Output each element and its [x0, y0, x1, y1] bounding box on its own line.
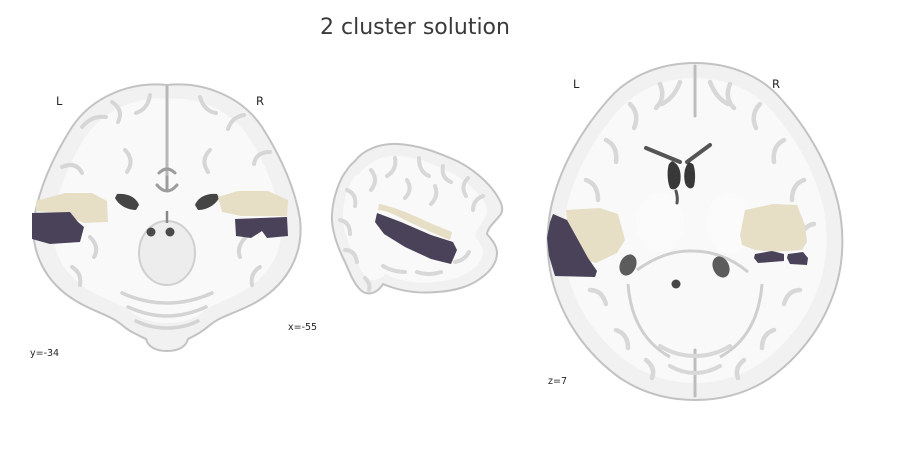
- axial-occipital-curls: [658, 344, 732, 376]
- axial-dark-nucleus-left: [619, 254, 637, 276]
- coronal-deep-nucleus-right: [165, 227, 175, 237]
- cluster1-region-coronal-right: [235, 217, 288, 238]
- axial-thalamus-left: [636, 193, 684, 253]
- coronal-left-ventricle: [115, 193, 139, 210]
- axial-brain-slice: [546, 61, 844, 402]
- axial-ventricle-body-left: [667, 161, 681, 190]
- cluster1-region-sagittal: [375, 213, 457, 264]
- sagittal-brain-slice: [330, 142, 504, 295]
- cluster1-region-axial-right-b: [787, 252, 808, 265]
- axial-ventricle-horns: [644, 143, 712, 164]
- axial-third-ventricle: [674, 189, 679, 205]
- coronal-cingulate-detail: [155, 167, 179, 193]
- axial-left-hemisphere-label: L: [573, 77, 580, 91]
- sagittal-slice-coordinate-label: x=-55: [288, 322, 318, 333]
- coronal-deep-nucleus-left: [146, 227, 156, 237]
- cluster2-region-coronal-left: [36, 193, 108, 223]
- cluster2-region-axial-left: [566, 208, 625, 263]
- coronal-right-hemisphere-label: R: [256, 94, 264, 108]
- coronal-right-ventricle: [195, 193, 219, 210]
- coronal-cerebellum-folds: [120, 291, 214, 330]
- coronal-left-hemisphere-label: L: [56, 94, 63, 108]
- axial-aqueduct-dot: [671, 279, 681, 289]
- coronal-slice-coordinate-label: y=-34: [30, 348, 60, 359]
- axial-white-matter: [563, 78, 827, 383]
- axial-midbrain-arcs: [626, 249, 764, 359]
- axial-right-hemisphere-label: R: [772, 77, 780, 91]
- cluster2-region-coronal-right: [218, 191, 288, 216]
- cluster2-region-axial-right: [740, 204, 807, 252]
- coronal-white-matter: [52, 98, 282, 323]
- sagittal-sulci: [338, 156, 485, 292]
- figure-title: 2 cluster solution: [320, 15, 510, 40]
- cluster1-region-axial-left: [547, 214, 597, 277]
- coronal-view: [20, 55, 310, 365]
- axial-dark-nucleus-right: [712, 256, 730, 278]
- axial-slice-coordinate-label: z=7: [548, 376, 567, 387]
- cluster1-region-axial-right-a: [754, 251, 784, 263]
- cluster1-region-coronal-left: [32, 212, 84, 244]
- sagittal-view: [285, 128, 515, 338]
- axial-view: [540, 58, 850, 408]
- axial-ventricle-body-right: [684, 162, 696, 189]
- coronal-brain-slice: [32, 83, 302, 353]
- cluster2-region-sagittal: [378, 204, 452, 240]
